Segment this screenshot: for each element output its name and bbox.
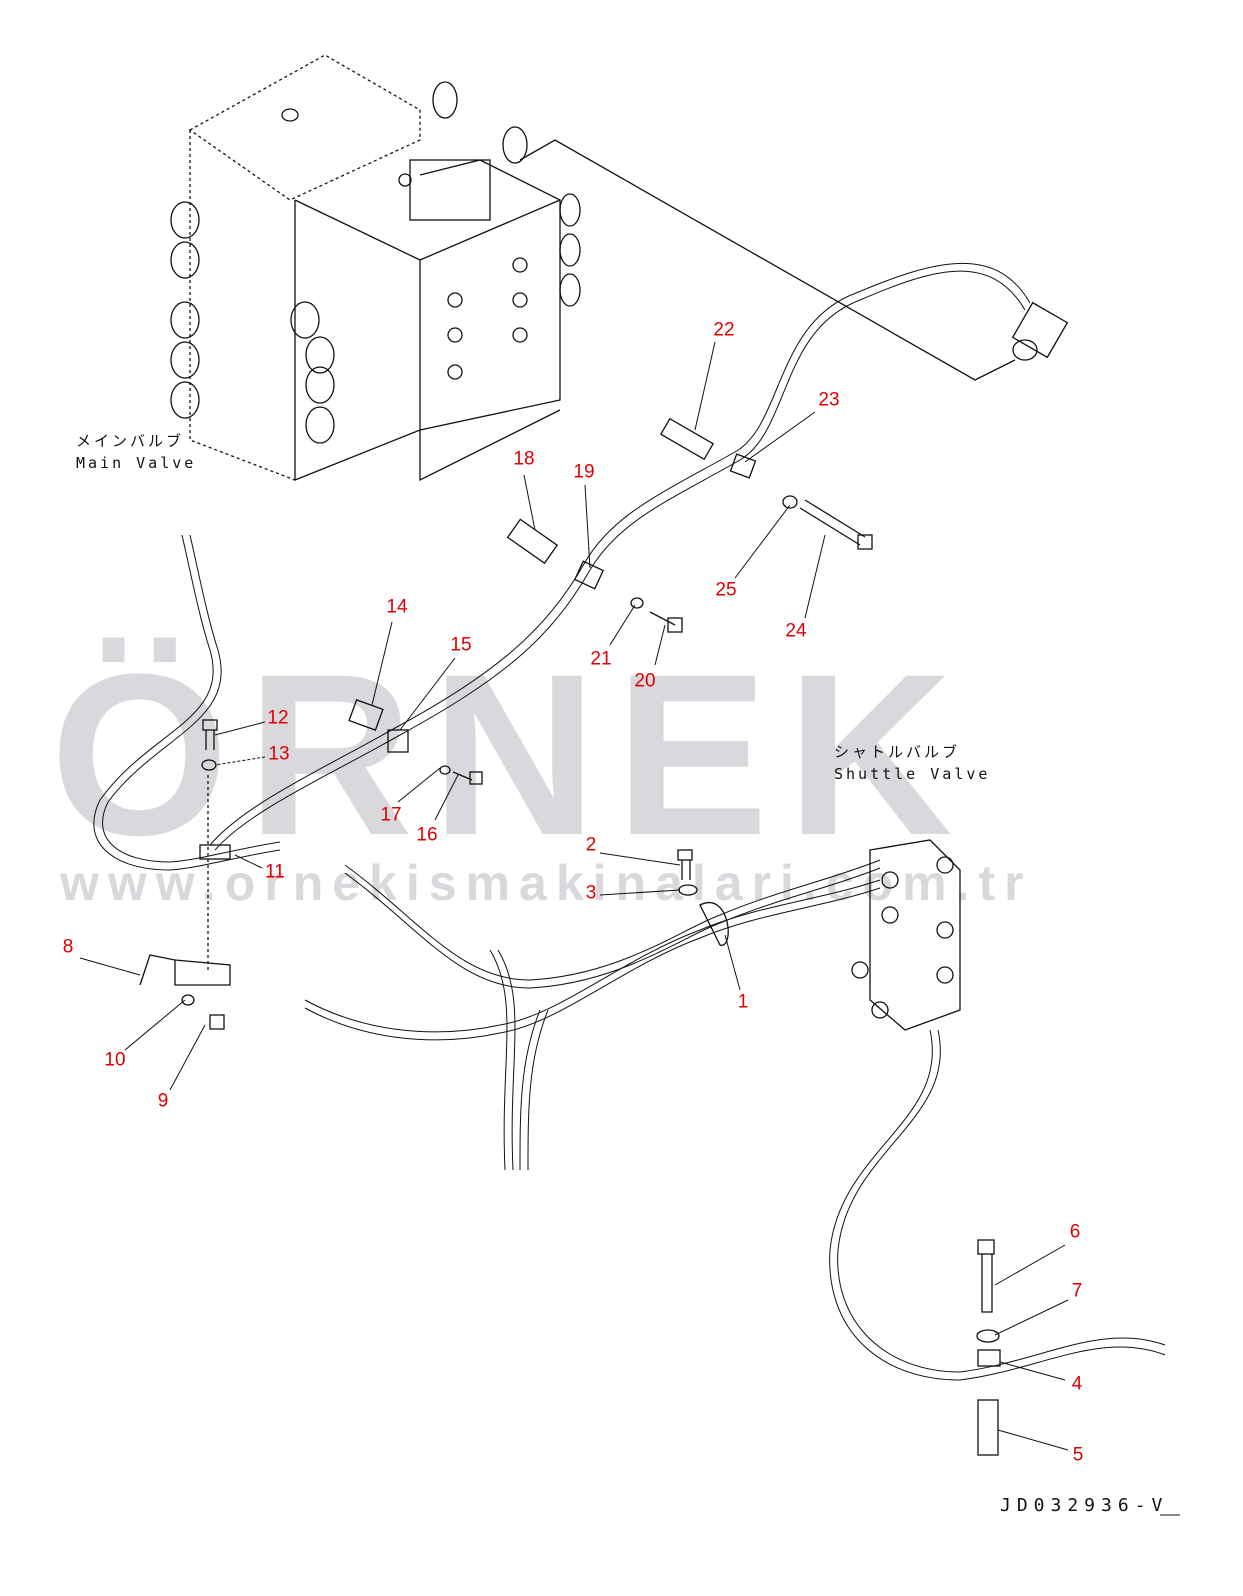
callout-12[interactable]: 12 (267, 707, 289, 729)
callout-14[interactable]: 14 (386, 596, 408, 618)
callout-1[interactable]: 1 (737, 991, 749, 1013)
callout-19[interactable]: 19 (573, 461, 595, 483)
callout-3[interactable]: 3 (585, 882, 597, 904)
main-valve-label-jp: メインバルブ (76, 432, 185, 450)
callout-18[interactable]: 18 (513, 448, 535, 470)
watermark-logo: ÖRNEK (50, 626, 971, 883)
main-valve-drawing (170, 54, 581, 482)
callout-21[interactable]: 21 (590, 648, 612, 670)
callout-22[interactable]: 22 (713, 319, 735, 341)
drawing-number: JD032936-V (1000, 1495, 1169, 1516)
callout-20[interactable]: 20 (634, 670, 656, 692)
callout-11[interactable]: 11 (265, 861, 285, 883)
fitting-top-right (1011, 301, 1069, 361)
callout-7[interactable]: 7 (1071, 1280, 1083, 1302)
callout-25[interactable]: 25 (715, 579, 737, 601)
callout-5[interactable]: 5 (1072, 1444, 1084, 1466)
callout-4[interactable]: 4 (1071, 1373, 1083, 1395)
main-valve-label-en: Main Valve (76, 454, 197, 472)
shuttle-valve-drawing (851, 839, 961, 1031)
shuttle-valve-label-jp: シャトルバルブ (834, 743, 961, 761)
callout-17[interactable]: 17 (380, 804, 402, 826)
leader-lines (79, 341, 1180, 1516)
callout-13[interactable]: 13 (268, 743, 290, 765)
callout-23[interactable]: 23 (818, 389, 840, 411)
pilot-line (519, 139, 1016, 381)
callout-15[interactable]: 15 (450, 634, 472, 656)
callout-6[interactable]: 6 (1069, 1221, 1081, 1243)
hoses (93, 262, 1166, 1381)
callout-24[interactable]: 24 (785, 620, 807, 642)
callout-2[interactable]: 2 (585, 834, 597, 856)
parts-hardware (139, 417, 1001, 1456)
shuttle-valve-label-en: Shuttle Valve (834, 765, 991, 783)
callout-8[interactable]: 8 (62, 936, 74, 958)
callout-16[interactable]: 16 (416, 824, 438, 846)
callout-10[interactable]: 10 (104, 1049, 126, 1071)
callout-9[interactable]: 9 (157, 1090, 169, 1112)
